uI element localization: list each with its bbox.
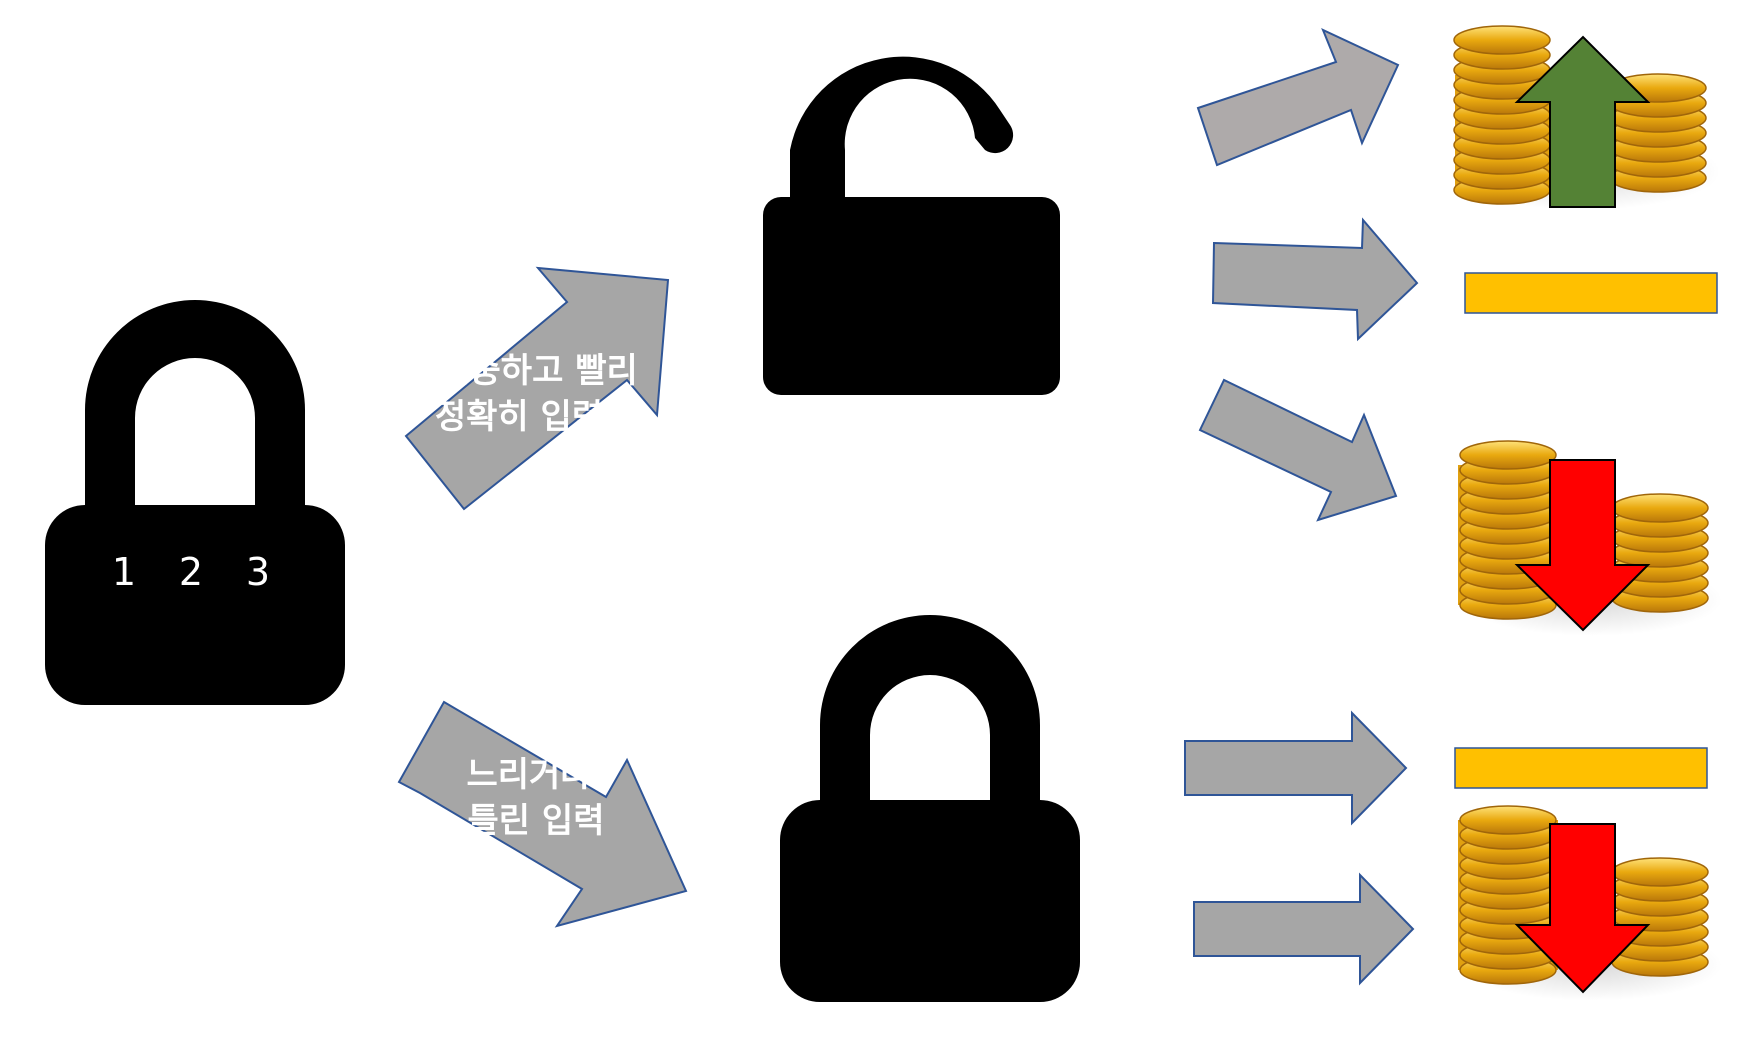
arrow-to-neutral-2: [1184, 710, 1408, 826]
success-arrow: 신중하고 빨리 정확히 입력: [404, 266, 670, 511]
pin-digit-3: 3: [246, 550, 270, 594]
coins-down-icon-2: [1458, 805, 1722, 1001]
success-arrow-text-line-1: 신중하고 빨리: [438, 351, 638, 391]
up-arrow-icon: [1514, 35, 1651, 208]
coins-down-icon-1: [1458, 440, 1722, 636]
failure-arrow-text-line-1: 느리거나: [466, 755, 591, 795]
arrow-to-coins-up: [1196, 28, 1400, 167]
failure-arrow: 느리거나 틀린 입력: [397, 700, 688, 928]
down-arrow-icon: [1514, 459, 1651, 632]
locked-padlock-icon: 1 2 3: [45, 300, 345, 705]
coin-stack-left: [1453, 25, 1551, 205]
pin-digit-2: 2: [179, 550, 203, 594]
arrow-to-neutral-1: [1211, 217, 1419, 342]
neutral-bar-2: [1454, 747, 1708, 789]
coin-stack-left: [1458, 805, 1558, 985]
pin-digit-1: 1: [112, 550, 136, 594]
failure-arrow-text-line-2: 틀린 입력: [468, 801, 605, 841]
locked-padlock-result-icon: [780, 615, 1080, 1002]
arrow-to-coins-down-2: [1193, 872, 1415, 986]
neutral-bar-1: [1464, 272, 1718, 314]
coin-stack-right: [1611, 493, 1709, 613]
success-arrow-text-line-2: 정확히 입력: [435, 397, 603, 437]
down-arrow-icon: [1514, 823, 1651, 994]
coin-stack-left: [1458, 440, 1558, 620]
coin-stack-right: [1611, 857, 1709, 977]
unlocked-padlock-icon: [763, 56, 1060, 395]
coins-up-icon: [1450, 25, 1720, 210]
arrow-to-coins-down-1: [1198, 378, 1398, 522]
